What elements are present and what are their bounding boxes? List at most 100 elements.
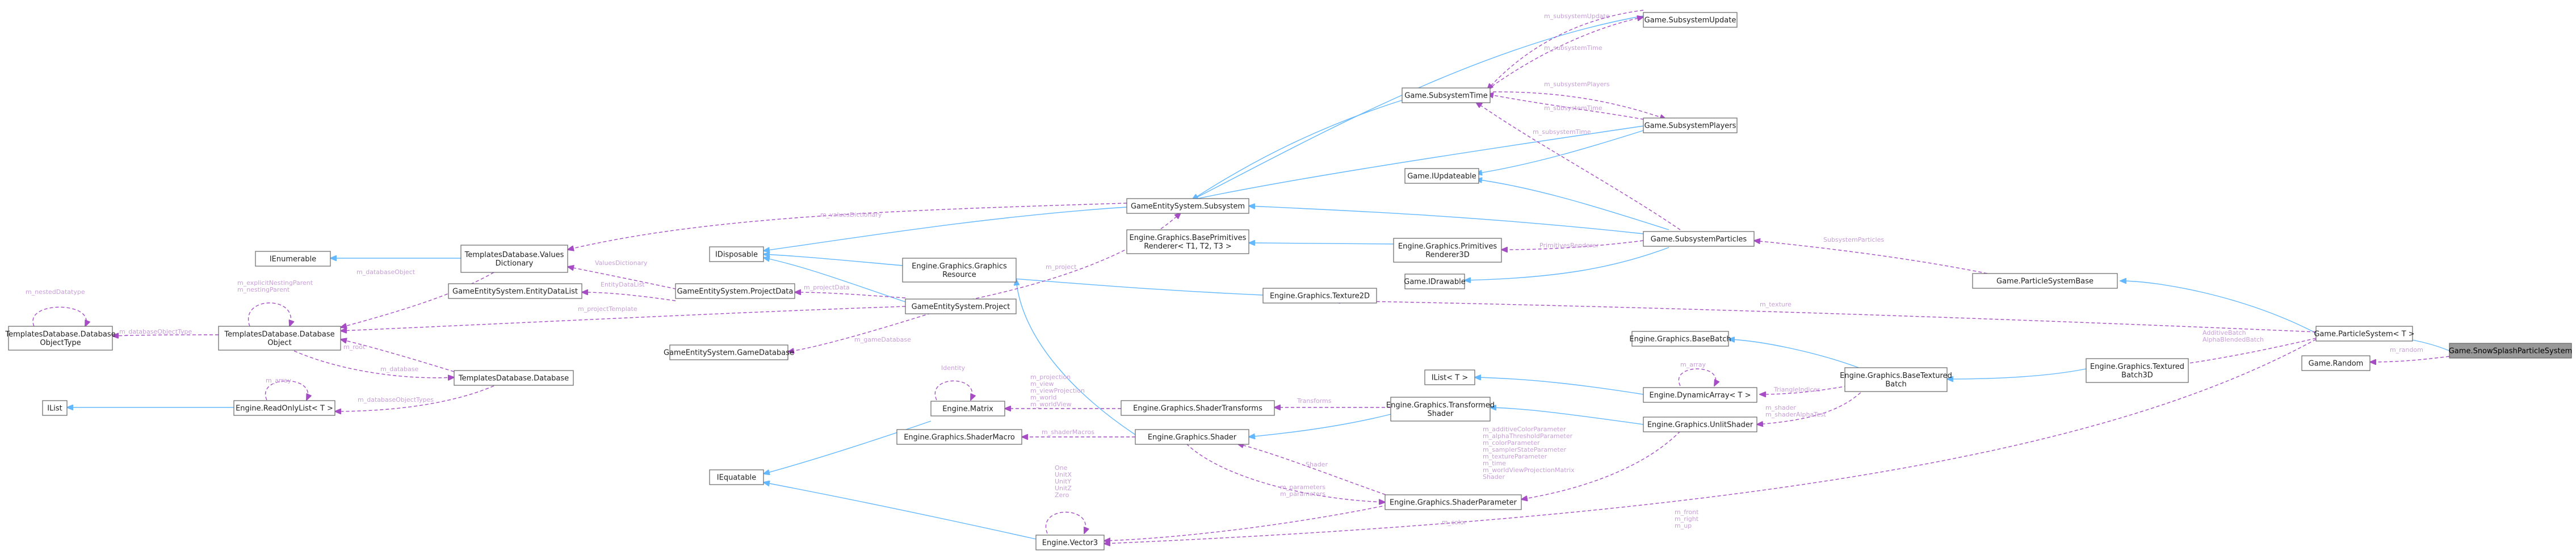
node-engine-dynamic-array[interactable]: Engine.DynamicArray< T > (1643, 387, 1757, 403)
node-box (1844, 367, 1948, 392)
node-game-subsystem-update[interactable]: Game.SubsystemUpdate (1643, 12, 1738, 28)
edge-label-subsystem-time-1: m_subsystemTime (1544, 44, 1602, 52)
edge-label-line: AdditiveBatch (2202, 329, 2246, 337)
node-box (1121, 400, 1275, 416)
edge-label-line: m_database (380, 365, 418, 373)
node-box (896, 429, 1022, 445)
edge-label-line: Shader (1306, 461, 1328, 468)
node-iequatable[interactable]: IEquatable (709, 469, 764, 485)
edge-vector3-self (1045, 511, 1085, 534)
node-game-idrawable[interactable]: Game.IDrawable (1404, 274, 1466, 289)
edge-subsystem-inherits-idisposable (763, 207, 1127, 251)
node-templatesdatabase-database[interactable]: TemplatesDatabase.Database (454, 370, 574, 386)
edge-label-line: UnitX (1055, 471, 1072, 478)
node-ilist-t[interactable]: IList< T > (1424, 369, 1475, 385)
node-engine-shader-parameter[interactable]: Engine.Graphics.ShaderParameter (1385, 494, 1522, 510)
node-gameentitysystem-project[interactable]: GameEntitySystem.Project (905, 298, 1017, 314)
node-box (2315, 326, 2413, 342)
node-label: TemplatesDatabase.Database (5, 330, 115, 339)
node-engine-shader-transforms[interactable]: Engine.Graphics.ShaderTransforms (1121, 400, 1275, 416)
edge-transformed-inherits-shader (1249, 414, 1391, 437)
node-engine-vector3[interactable]: Engine.Vector3 (1035, 535, 1105, 550)
node-engine-shader[interactable]: Engine.Graphics.Shader (1135, 429, 1249, 445)
node-label: Shader (1427, 410, 1454, 418)
node-label: Object (267, 339, 291, 347)
node-gameentitysystem-project-data[interactable]: GameEntitySystem.ProjectData (675, 283, 795, 299)
node-engine-read-only-list[interactable]: Engine.ReadOnlyList< T > (233, 400, 335, 416)
node-label: Game.SubsystemPlayers (1644, 122, 1736, 131)
node-base-primitives-renderer[interactable]: Engine.Graphics.BasePrimitivesRenderer< … (1126, 229, 1249, 254)
node-box (1402, 87, 1491, 103)
node-label: IDisposable (715, 251, 758, 259)
edge-subsystemupdate-inherits-subsystem (1192, 15, 1644, 200)
node-label: Engine.Graphics.UnlitShader (1647, 421, 1753, 430)
node-engine-texture2d[interactable]: Engine.Graphics.Texture2D (1262, 288, 1377, 304)
node-game-subsystem-time[interactable]: Game.SubsystemTime (1402, 87, 1491, 103)
edge-label-line: m_subsystemPlayers (1544, 81, 1610, 88)
edge-label-line: UnitY (1055, 478, 1071, 485)
node-box (233, 400, 335, 416)
node-game-particle-system[interactable]: Game.ParticleSystem< T > (2314, 326, 2415, 342)
edge-unlitshader-shaderparameter (1521, 431, 1681, 499)
edge-label-line: m_colorParameter (1483, 439, 1540, 447)
edge-label-line: m_subsystemTime (1544, 104, 1602, 112)
node-templatesdatabase-values-dictionary[interactable]: TemplatesDatabase.ValuesDictionary (460, 245, 568, 273)
edge-label-root: m_root (343, 343, 366, 351)
nodes: Game.SubsystemUpdate Game.SubsystemTime … (5, 12, 2572, 550)
node-box (675, 283, 795, 299)
node-ilist[interactable]: IList (42, 400, 68, 416)
edge-subsystemtime-subsystemupdate (1487, 17, 1643, 90)
edge-label-line: m_alphaThresholdParameter (1483, 432, 1573, 440)
node-engine-shader-macro[interactable]: Engine.Graphics.ShaderMacro (896, 429, 1022, 445)
edge-label-line: PrimitivesRenderer (1539, 242, 1599, 249)
node-game-subsystem-players[interactable]: Game.SubsystemPlayers (1643, 117, 1738, 133)
node-engine-matrix[interactable]: Engine.Matrix (930, 401, 1005, 417)
node-label: IList< T > (1432, 374, 1469, 382)
node-gameentitysystem-entity-data-list[interactable]: GameEntitySystem.EntityDataList (448, 283, 582, 299)
edge-label-line: Shader (1483, 473, 1505, 481)
edge-label-line: m_world (1030, 394, 1057, 401)
edge-texturedbatch3d-inherits-basetextured (1947, 368, 2087, 379)
edge-label-project-template: m_projectTemplate (578, 305, 637, 313)
edge-label-line: m_databaseObject (356, 268, 416, 276)
edge-subsystemparticles-primitivesrenderer3d (1501, 240, 1644, 250)
node-box (42, 400, 68, 416)
edge-label-shader: Shader (1306, 461, 1328, 468)
node-engine-base-batch[interactable]: Engine.Graphics.BaseBatch (1629, 331, 1731, 347)
node-box (2086, 358, 2189, 383)
node-label: Engine.Graphics.Textured (2090, 363, 2184, 371)
node-ienumerable[interactable]: IEnumerable (255, 251, 331, 267)
edge-label-line: m_worldView (1030, 401, 1072, 408)
node-gameentitysystem-subsystem[interactable]: GameEntitySystem.Subsystem (1126, 198, 1249, 214)
edge-label-line: m_viewProjection (1030, 387, 1085, 394)
node-game-particle-system-base[interactable]: Game.ParticleSystemBase (1972, 273, 2118, 289)
node-game-snow-splash-particle-system[interactable]: Game.SnowSplashParticleSystem (2449, 343, 2573, 359)
edge-label-line: Zero (1055, 491, 1069, 499)
node-gameentitysystem-game-database[interactable]: GameEntitySystem.GameDatabase (664, 344, 794, 360)
node-game-iupdateable[interactable]: Game.IUpdateable (1404, 168, 1479, 184)
node-box (448, 283, 582, 299)
edge-label-subsystem-players: m_subsystemPlayers (1544, 81, 1610, 88)
node-box (1404, 274, 1465, 289)
node-engine-unlit-shader[interactable]: Engine.Graphics.UnlitShader (1643, 417, 1757, 432)
edge-dbobjecttype-self (32, 306, 86, 326)
node-label: TemplatesDatabase.Database (224, 330, 334, 339)
node-game-subsystem-particles[interactable]: Game.SubsystemParticles (1643, 231, 1755, 247)
node-label: Engine.Graphics.BaseTextured (1840, 372, 1952, 380)
node-label: GameEntitySystem.EntityDataList (452, 288, 578, 296)
node-game-random[interactable]: Game.Random (2301, 355, 2371, 371)
node-box (709, 246, 764, 262)
node-idisposable[interactable]: IDisposable (709, 246, 764, 262)
edge-label-line: m_shaderMacros (1042, 428, 1094, 436)
edge-particlesystem-vector3 (1104, 339, 2317, 544)
